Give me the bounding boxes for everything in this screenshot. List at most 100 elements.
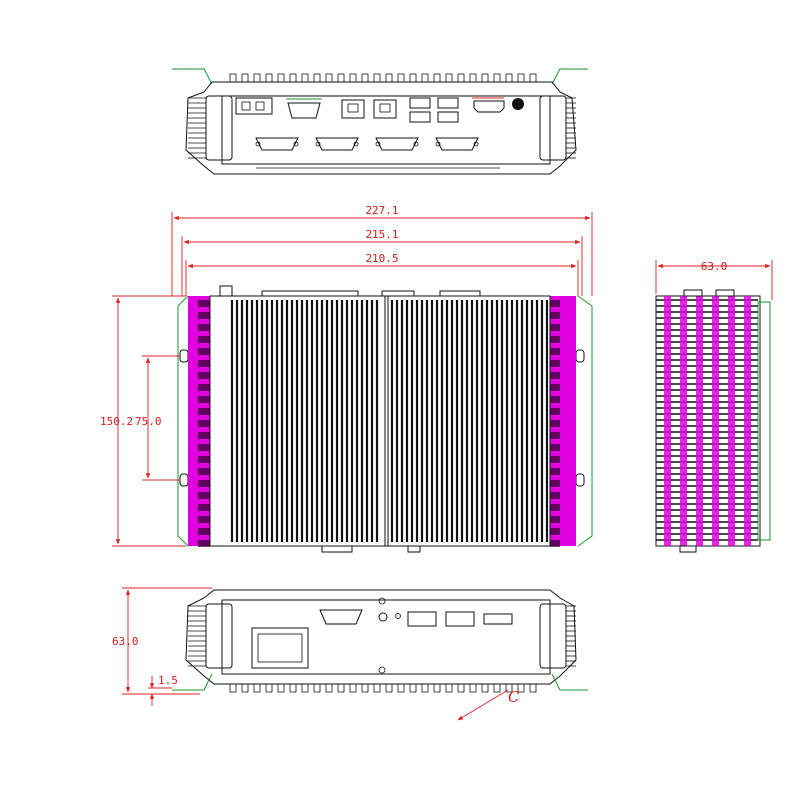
mount-slot [575, 349, 585, 363]
side-slat [550, 300, 560, 307]
rear-side-fins [188, 97, 576, 159]
fin [505, 73, 513, 82]
side-slat [550, 312, 560, 319]
side-slat [198, 348, 210, 355]
fin [229, 73, 237, 82]
fin [361, 73, 369, 82]
bottom-tab [407, 545, 421, 553]
power-terminal [235, 97, 273, 115]
fin [337, 73, 345, 82]
com-port-2 [315, 137, 359, 151]
front-usb-port-1 [407, 611, 437, 627]
fin [457, 73, 465, 82]
fin [481, 73, 489, 82]
side-slat [550, 360, 560, 367]
connector-tab [439, 290, 481, 297]
blank-plate [251, 627, 309, 669]
rear-right-bracket [551, 68, 588, 85]
fin [397, 73, 405, 82]
side-slat [198, 444, 210, 451]
fin [445, 684, 453, 693]
side-bracket [757, 301, 771, 541]
front-right-foot [551, 673, 588, 691]
fin [517, 684, 525, 693]
rear-top-fins [229, 73, 537, 82]
lan-port-1-jack [347, 103, 359, 113]
fin [433, 684, 441, 693]
fin [325, 73, 333, 82]
view-letter: C [508, 688, 520, 706]
fin [289, 73, 297, 82]
front-screw [378, 597, 386, 605]
fin [301, 684, 309, 693]
side-slat [550, 480, 560, 487]
fin [397, 684, 405, 693]
side-slat [550, 372, 560, 379]
fin [433, 73, 441, 82]
fin [289, 684, 297, 693]
front-panel [221, 599, 551, 675]
side-slat [198, 360, 210, 367]
side-fins [656, 296, 758, 546]
front-com-port [319, 609, 363, 625]
fin [313, 684, 321, 693]
side-slat [198, 420, 210, 427]
front-right-side-block [539, 603, 567, 669]
side-tab [715, 289, 735, 297]
side-slat [198, 324, 210, 331]
side-slat [198, 492, 210, 499]
fin [373, 73, 381, 82]
fin [241, 73, 249, 82]
dim-side-depth: 63.0 [701, 260, 728, 273]
side-slat [198, 528, 210, 535]
side-slat [550, 540, 560, 547]
side-slat [550, 408, 560, 415]
power-terminal-pin [255, 101, 265, 111]
front-panel-view [172, 589, 588, 693]
side-slat [550, 528, 560, 535]
front-bottom-fins [229, 684, 537, 693]
front-indicator [395, 613, 401, 619]
vga-port [287, 102, 321, 119]
side-slat [198, 336, 210, 343]
heatsink-body [209, 295, 551, 547]
fin [505, 684, 513, 693]
side-slat [198, 372, 210, 379]
side-slat [198, 384, 210, 391]
side-view-fin-highlight [696, 296, 703, 546]
side-view [655, 289, 771, 553]
usb-port [409, 97, 431, 109]
lan-port-1 [341, 99, 365, 119]
fin [361, 684, 369, 693]
side-slat [550, 456, 560, 463]
fin [313, 73, 321, 82]
fin [277, 684, 285, 693]
fin [349, 73, 357, 82]
fin [337, 684, 345, 693]
side-slat [550, 348, 560, 355]
side-view-fin-highlight [680, 296, 687, 546]
fin [421, 684, 429, 693]
dimension-annotations: 227.1 215.1 210.5 150.2 75.0 63.0 63.0 [100, 204, 773, 721]
side-tab [683, 289, 703, 297]
com-port-1 [255, 137, 299, 151]
front-led [378, 612, 388, 622]
mount-slot [575, 473, 585, 487]
fin [229, 684, 237, 693]
fin [253, 684, 261, 693]
power-terminal-pin [241, 101, 251, 111]
fin [241, 684, 249, 693]
fin [469, 684, 477, 693]
side-slat [550, 468, 560, 475]
connector-tab [261, 290, 359, 297]
fin [277, 73, 285, 82]
dim-front-height: 63.0 [112, 635, 139, 648]
usb-port [437, 111, 459, 123]
power-button-tab [219, 285, 233, 297]
hdmi-port [473, 100, 505, 113]
fin [481, 684, 489, 693]
bottom-tab [321, 545, 353, 553]
fin [301, 73, 309, 82]
dim-hole-spacing-y: 75.0 [135, 415, 162, 428]
main-right-bracket [577, 295, 593, 547]
